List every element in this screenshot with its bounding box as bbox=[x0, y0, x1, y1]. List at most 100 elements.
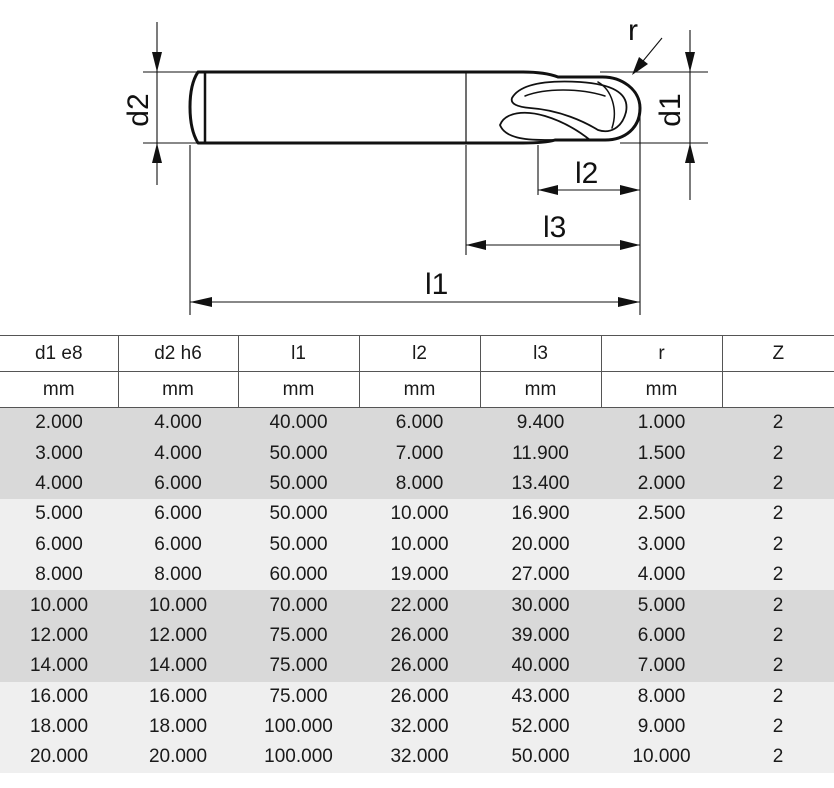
cell-l1: 50.000 bbox=[238, 499, 359, 530]
cell-l2: 32.000 bbox=[359, 742, 480, 773]
cell-z: 2 bbox=[722, 407, 834, 439]
cell-r: 3.000 bbox=[601, 529, 722, 560]
cell-d2: 18.000 bbox=[118, 711, 238, 743]
cell-l1: 100.000 bbox=[238, 711, 359, 743]
cell-d1: 20.000 bbox=[0, 742, 118, 773]
cell-d1: 2.000 bbox=[0, 407, 118, 439]
spec-table: d1 e8 d2 h6 l1 l2 l3 r Z mm mm mm mm mm … bbox=[0, 335, 834, 773]
cell-r: 2.500 bbox=[601, 499, 722, 530]
cell-l2: 32.000 bbox=[359, 711, 480, 743]
cell-d1: 14.000 bbox=[0, 651, 118, 682]
arrow-l3-right bbox=[620, 240, 640, 250]
cell-d2: 6.000 bbox=[118, 499, 238, 530]
cell-d1: 3.000 bbox=[0, 438, 118, 469]
header-row: d1 e8 d2 h6 l1 l2 l3 r Z bbox=[0, 335, 834, 372]
cell-d1: 6.000 bbox=[0, 529, 118, 560]
cell-d2: 6.000 bbox=[118, 468, 238, 500]
tool-outline bbox=[188, 70, 642, 145]
arrow-l1-left bbox=[190, 297, 212, 307]
units-row: mm mm mm mm mm mm bbox=[0, 371, 834, 408]
cell-z: 2 bbox=[722, 468, 834, 500]
cell-d1: 10.000 bbox=[0, 590, 118, 621]
cell-z: 2 bbox=[722, 711, 834, 743]
arrow-r bbox=[632, 57, 648, 75]
cell-d1: 18.000 bbox=[0, 711, 118, 743]
cell-z: 2 bbox=[722, 742, 834, 773]
end-mill-drawing: d2 d1 r l2 l3 l1 bbox=[122, 14, 708, 315]
cell-l1: 40.000 bbox=[238, 407, 359, 439]
cell-l2: 8.000 bbox=[359, 468, 480, 500]
cell-r: 1.500 bbox=[601, 438, 722, 469]
arrow-l2-right bbox=[620, 185, 640, 195]
arrow-l2-left bbox=[538, 185, 558, 195]
cell-r: 8.000 bbox=[601, 681, 722, 712]
cell-l2: 22.000 bbox=[359, 590, 480, 621]
label-l2: l2 bbox=[575, 157, 598, 190]
cell-d1: 16.000 bbox=[0, 681, 118, 712]
cell-l1: 75.000 bbox=[238, 651, 359, 682]
label-d1: d1 bbox=[654, 93, 687, 126]
cell-z: 2 bbox=[722, 651, 834, 682]
cell-l2: 6.000 bbox=[359, 407, 480, 439]
col-header-d1: d1 e8 bbox=[0, 335, 118, 372]
cell-l1: 60.000 bbox=[238, 559, 359, 591]
flute-upper bbox=[510, 80, 628, 133]
cell-l2: 26.000 bbox=[359, 620, 480, 652]
cell-r: 4.000 bbox=[601, 559, 722, 591]
cell-l3: 52.000 bbox=[480, 711, 601, 743]
cell-z: 2 bbox=[722, 559, 834, 591]
cell-d2: 4.000 bbox=[118, 438, 238, 469]
cell-d1: 4.000 bbox=[0, 468, 118, 500]
cell-r: 5.000 bbox=[601, 590, 722, 621]
cell-l2: 7.000 bbox=[359, 438, 480, 469]
cell-l2: 10.000 bbox=[359, 529, 480, 560]
cell-d2: 16.000 bbox=[118, 681, 238, 712]
flute-upper-inner bbox=[524, 89, 606, 97]
cell-d1: 12.000 bbox=[0, 620, 118, 652]
col-header-l1: l1 bbox=[237, 335, 359, 372]
unit-d2: mm bbox=[117, 371, 238, 408]
label-l1: l1 bbox=[425, 268, 448, 301]
cell-r: 6.000 bbox=[601, 620, 722, 652]
cell-l1: 75.000 bbox=[238, 620, 359, 652]
col-header-d2: d2 h6 bbox=[117, 335, 238, 372]
arrow-d1-top bbox=[685, 52, 695, 72]
flute-tip bbox=[597, 81, 616, 129]
arrow-l3-left bbox=[466, 240, 486, 250]
cell-l3: 13.400 bbox=[480, 468, 601, 500]
cell-r: 10.000 bbox=[601, 742, 722, 773]
cell-l1: 100.000 bbox=[238, 742, 359, 773]
arrow-d1-bottom bbox=[685, 143, 695, 163]
unit-l1: mm bbox=[237, 371, 359, 408]
flute-lower bbox=[499, 111, 591, 141]
unit-r: mm bbox=[600, 371, 722, 408]
cell-l3: 39.000 bbox=[480, 620, 601, 652]
col-header-l2: l2 bbox=[358, 335, 480, 372]
cell-d2: 14.000 bbox=[118, 651, 238, 682]
cell-d2: 4.000 bbox=[118, 407, 238, 439]
cell-z: 2 bbox=[722, 438, 834, 469]
cell-l1: 50.000 bbox=[238, 438, 359, 469]
cell-l3: 20.000 bbox=[480, 529, 601, 560]
arrow-d2-bottom bbox=[152, 143, 162, 163]
cell-z: 2 bbox=[722, 590, 834, 621]
cell-z: 2 bbox=[722, 681, 834, 712]
cell-l2: 26.000 bbox=[359, 681, 480, 712]
col-header-l3: l3 bbox=[479, 335, 601, 372]
cell-l2: 19.000 bbox=[359, 559, 480, 591]
label-l3: l3 bbox=[543, 211, 566, 244]
arrow-d2-top bbox=[152, 52, 162, 72]
unit-l3: mm bbox=[479, 371, 601, 408]
cell-r: 7.000 bbox=[601, 651, 722, 682]
unit-d1: mm bbox=[0, 371, 118, 408]
